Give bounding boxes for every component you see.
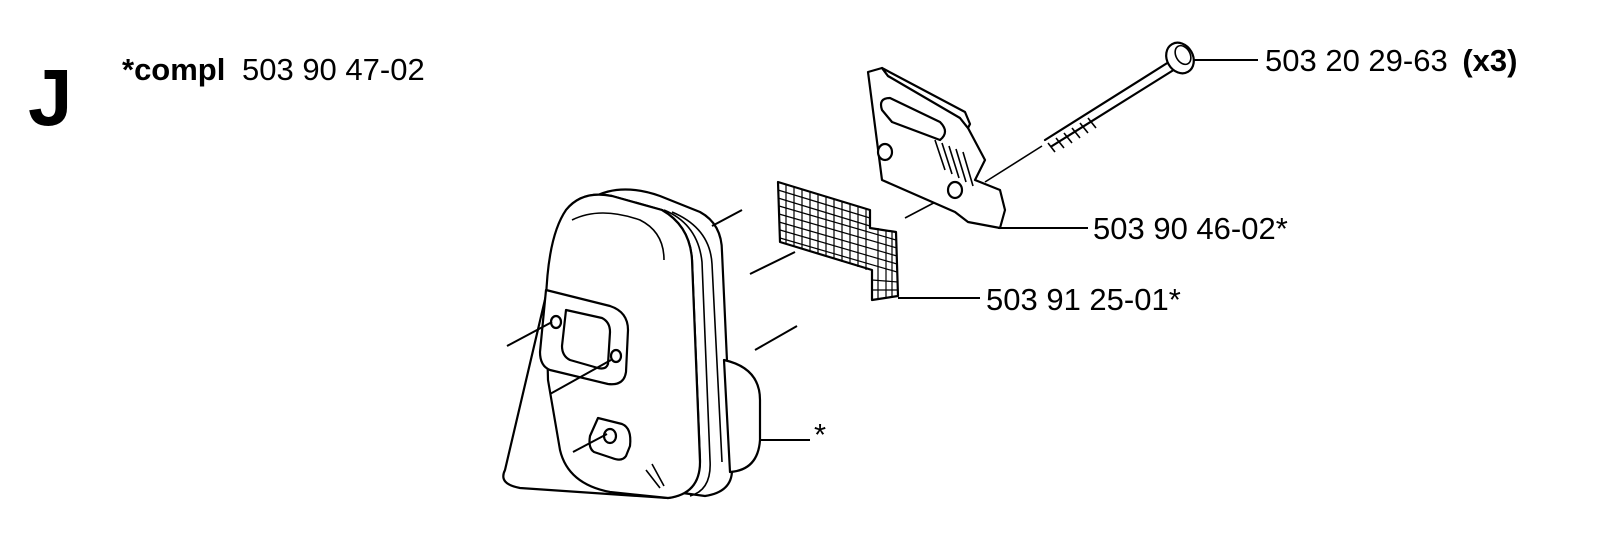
assembly-prefix: *compl (122, 52, 225, 87)
bolt-quantity: (x3) (1462, 43, 1517, 78)
muffler-callout-mark: * (814, 417, 826, 452)
assembly-number: 503 90 47-02 (242, 52, 425, 87)
spark-screen-part (776, 180, 900, 302)
flange-stud-line-right (549, 359, 612, 395)
deflector-plate-part (866, 66, 1007, 230)
screen-part-number: 503 91 25-01* (986, 282, 1181, 317)
bolt-axis-line (984, 145, 1043, 183)
assembly-header: *compl 503 90 47-02 (122, 52, 425, 87)
bolt-part (1043, 41, 1195, 153)
bolt-part-number: 503 20 29-63 (1265, 43, 1448, 78)
stud-line-top (711, 209, 743, 227)
bolt-callout: 503 20 29-63 (x3) (1265, 43, 1517, 78)
section-letter: J (28, 53, 73, 142)
muffler-body-part (502, 188, 762, 500)
stud-line-mid (749, 251, 796, 275)
boss-stud-line (572, 433, 608, 453)
plate-part-number: 503 90 46-02* (1093, 211, 1288, 246)
stud-line-low (754, 325, 798, 351)
flange-stud-line-left (506, 321, 553, 347)
